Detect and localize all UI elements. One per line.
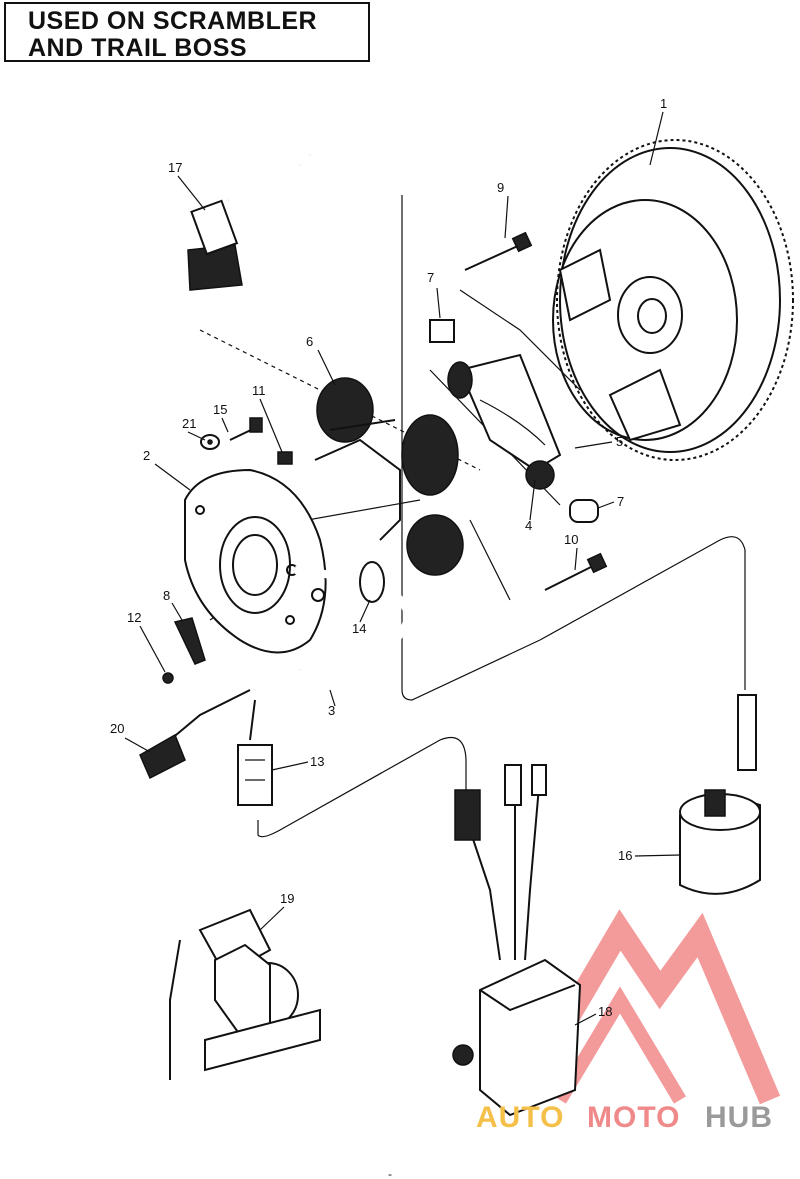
callout-16: 16 [618, 848, 632, 863]
callout-17: 17 [168, 160, 182, 175]
ignition-coil-part-16 [679, 694, 761, 895]
screw-part-12 [162, 672, 174, 684]
applicability-note-line-1: USED ON SCRAMBLER [28, 7, 318, 35]
callout-20: 20 [110, 721, 124, 736]
callout-1: 1 [660, 96, 667, 111]
callout-2: 2 [143, 448, 150, 463]
applicability-note-box: USED ON SCRAMBLER AND TRAIL BOSS [4, 2, 370, 62]
watermark-part-moto: MOTO [587, 1101, 680, 1134]
starter-solenoid-part-19 [169, 908, 321, 1080]
stator-coils-part-6 [314, 377, 464, 576]
callout-19: 19 [280, 891, 294, 906]
callout-7-lower: 7 [617, 494, 624, 509]
callout-5: 5 [616, 434, 623, 449]
watermark-part-hub: HUB [705, 1101, 773, 1134]
callout-11: 11 [252, 383, 266, 398]
bolt-part-9 [464, 231, 533, 271]
clamp-part-8 [173, 617, 206, 665]
callout-4: 4 [525, 518, 532, 533]
watermark-part-auto: AUTO [476, 1101, 564, 1134]
callout-15: 15 [213, 402, 227, 417]
callout-3: 3 [328, 703, 335, 718]
spacer-part-7-lower [569, 499, 599, 523]
washer-part-21 [200, 434, 220, 450]
callout-9: 9 [497, 180, 504, 195]
callout-labels: 1 2 3 4 5 6 7 7 8 9 10 11 12 13 14 15 16… [110, 96, 681, 1026]
watermark-wordmark: AUTO MOTO HUB [476, 1101, 773, 1134]
page-mark: - [388, 1167, 392, 1179]
callout-10: 10 [564, 532, 578, 547]
callout-18: 18 [598, 1004, 612, 1019]
flywheel-part-1 [552, 139, 794, 461]
grommet-part-14 [359, 561, 385, 603]
callout-13: 13 [310, 754, 324, 769]
callout-7-upper: 7 [427, 270, 434, 285]
stator-plate-part-2 [184, 468, 327, 654]
callout-12: 12 [127, 610, 141, 625]
wiring-harness-part-3 [253, 566, 412, 694]
screw-part-11 [277, 451, 293, 465]
connector-part-13 [237, 699, 273, 806]
bolt-part-10 [544, 552, 608, 591]
watermark-logo [510, 909, 781, 1106]
callout-14: 14 [352, 621, 366, 636]
pulser-coil-part-4 [447, 353, 562, 490]
spacer-part-7-upper [429, 319, 455, 343]
spark-plug-cap-part-17 [187, 118, 407, 291]
cdi-box-part-18 [452, 764, 582, 1117]
callout-6: 6 [306, 334, 313, 349]
callout-8: 8 [163, 588, 170, 603]
connector-part-20 [139, 689, 251, 780]
callout-21: 21 [182, 416, 196, 431]
applicability-note-line-2: AND TRAIL BOSS [28, 34, 248, 62]
screw-part-15 [229, 417, 263, 441]
